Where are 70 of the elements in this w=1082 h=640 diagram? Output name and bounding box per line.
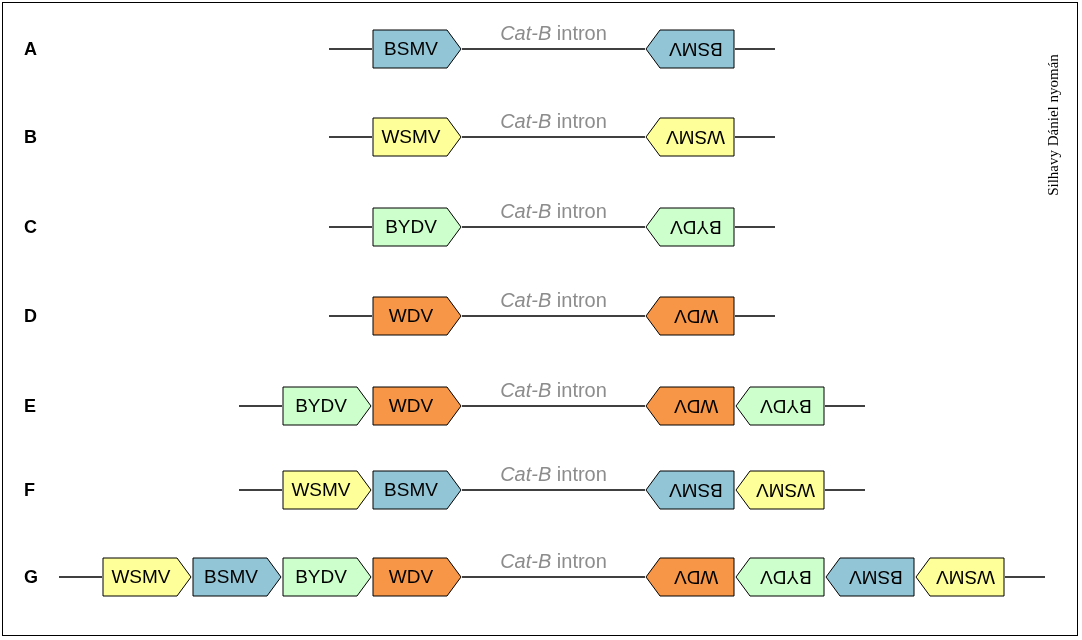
segment-label: BYDV <box>295 566 348 588</box>
reverse-arrow-segment <box>645 117 735 157</box>
forward-arrow-segment <box>282 386 372 426</box>
segment-label: WDV <box>388 566 435 588</box>
row-letter: F <box>24 479 35 501</box>
edge-label: Cat-B intron <box>500 550 607 572</box>
intron-line <box>461 315 646 317</box>
row-letter: D <box>24 305 37 327</box>
intron-line <box>461 48 646 50</box>
forward-arrow-segment <box>372 386 462 426</box>
segment-label: BSMV <box>204 566 259 588</box>
segment-label: WSMV <box>755 479 816 501</box>
segment-label: BYDV <box>295 395 348 417</box>
segment-label: WSMV <box>111 566 172 588</box>
segment-label: BSMV <box>848 566 903 588</box>
intron-line <box>461 489 646 491</box>
reverse-arrow-segment <box>915 557 1005 597</box>
intron-line <box>461 136 646 138</box>
forward-arrow-segment <box>372 117 462 157</box>
edge-label: Cat-B intron <box>500 110 607 132</box>
reverse-arrow-segment <box>735 557 825 597</box>
segment-label: WSMV <box>381 126 442 148</box>
segment-label: WDV <box>672 566 719 588</box>
intron-line <box>461 576 646 578</box>
edge-label: Cat-B intron <box>500 200 607 222</box>
forward-arrow-segment <box>372 557 462 597</box>
segment-label: BSMV <box>668 38 723 60</box>
segment-label: BSMV <box>384 38 439 60</box>
edge-label: Cat-B intron <box>500 289 607 311</box>
intron-line <box>461 226 646 228</box>
edge-label: Cat-B intron <box>500 463 607 485</box>
row-letter: E <box>24 395 36 417</box>
segment-label: WSMV <box>291 479 352 501</box>
segment-label: WDV <box>672 395 719 417</box>
forward-arrow-segment <box>372 470 462 510</box>
segment-label: BYDV <box>385 216 438 238</box>
reverse-arrow-segment <box>645 557 735 597</box>
reverse-arrow-segment <box>645 207 735 247</box>
segment-label: WSMV <box>935 566 996 588</box>
row-letter: B <box>24 126 37 148</box>
reverse-arrow-segment <box>645 386 735 426</box>
reverse-arrow-segment <box>825 557 915 597</box>
reverse-arrow-segment <box>735 386 825 426</box>
reverse-arrow-segment <box>645 296 735 336</box>
row-letter: C <box>24 216 37 238</box>
forward-arrow-segment <box>372 29 462 69</box>
reverse-arrow-segment <box>645 470 735 510</box>
forward-arrow-segment <box>282 557 372 597</box>
forward-arrow-segment <box>372 207 462 247</box>
forward-arrow-segment <box>282 470 372 510</box>
reverse-arrow-segment <box>645 29 735 69</box>
edge-label: Cat-B intron <box>500 22 607 44</box>
forward-arrow-segment <box>102 557 192 597</box>
attribution-text: Silhavy Dániel nyomán <box>1044 53 1062 198</box>
edge-label: Cat-B intron <box>500 379 607 401</box>
segment-label: WDV <box>388 305 435 327</box>
reverse-arrow-segment <box>735 470 825 510</box>
row-letter: A <box>24 38 37 60</box>
segment-label: WSMV <box>665 126 726 148</box>
segment-label: BYDV <box>669 216 722 238</box>
segment-label: BSMV <box>384 479 439 501</box>
segment-label: WDV <box>388 395 435 417</box>
segment-label: BYDV <box>759 395 812 417</box>
row-letter: G <box>24 566 38 588</box>
intron-line <box>461 405 646 407</box>
segment-label: BSMV <box>668 479 723 501</box>
forward-arrow-segment <box>192 557 282 597</box>
forward-arrow-segment <box>372 296 462 336</box>
segment-label: WDV <box>672 305 719 327</box>
segment-label: BYDV <box>759 566 812 588</box>
